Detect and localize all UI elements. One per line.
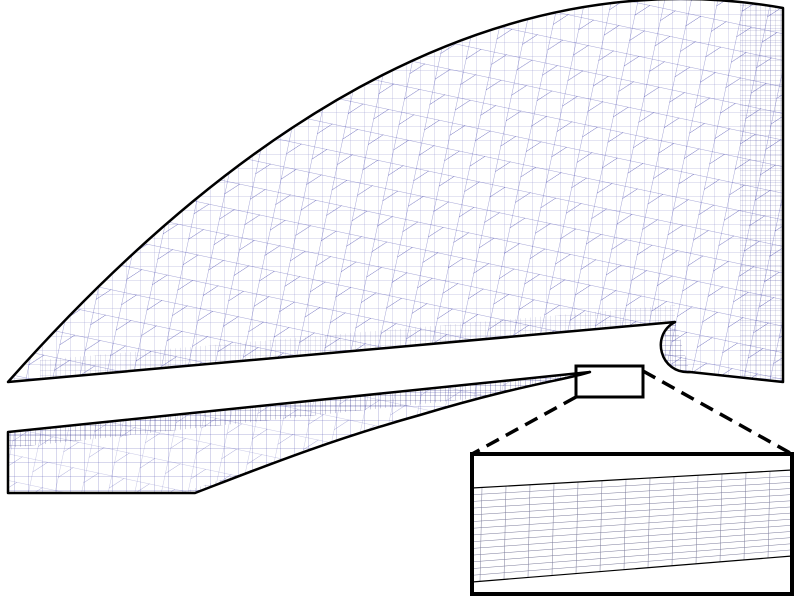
inset-mesh-column <box>719 473 723 562</box>
inset-mesh-row <box>472 506 792 529</box>
inset-mesh-column <box>671 476 675 566</box>
inset-mesh-column <box>599 480 603 572</box>
inset-mesh-column <box>767 471 771 558</box>
inset-mesh-row <box>472 537 792 563</box>
inset-mesh-row <box>472 549 792 576</box>
inset-mesh-row <box>472 475 792 495</box>
upper-domain-mesh <box>8 0 783 382</box>
lower-domain-outline <box>6 370 592 495</box>
upper-domain-outline <box>6 0 785 384</box>
inset-mesh-row <box>472 494 792 516</box>
inset-lower-boundary <box>472 555 792 583</box>
zoom-source-box <box>574 364 645 399</box>
inset-mesh-row <box>472 518 792 542</box>
inset-mesh-column <box>527 484 531 578</box>
inset-mesh-column <box>623 479 627 570</box>
inset-mesh-column <box>647 477 651 568</box>
inset-mesh-column <box>551 483 555 576</box>
inset-mesh <box>472 471 792 582</box>
inset-mesh-column <box>743 472 747 560</box>
inset-mesh-row <box>472 500 792 522</box>
zoom-connector-right <box>642 369 793 456</box>
inset-upper-boundary <box>472 469 792 489</box>
inset-mesh-row <box>472 482 792 502</box>
inset-mesh-row <box>472 488 792 509</box>
inset-mesh-column <box>479 487 483 582</box>
inset-mesh-column <box>575 482 579 574</box>
inset-mesh-row <box>472 512 792 536</box>
inset-mesh-column <box>503 486 507 580</box>
zoom-connector-left <box>471 395 577 456</box>
inset-mesh-row <box>472 543 792 569</box>
inset-mesh-row <box>472 525 792 549</box>
zoom-inset-box <box>470 452 794 596</box>
inset-mesh-column <box>695 475 699 564</box>
inset-mesh-row <box>472 531 792 556</box>
